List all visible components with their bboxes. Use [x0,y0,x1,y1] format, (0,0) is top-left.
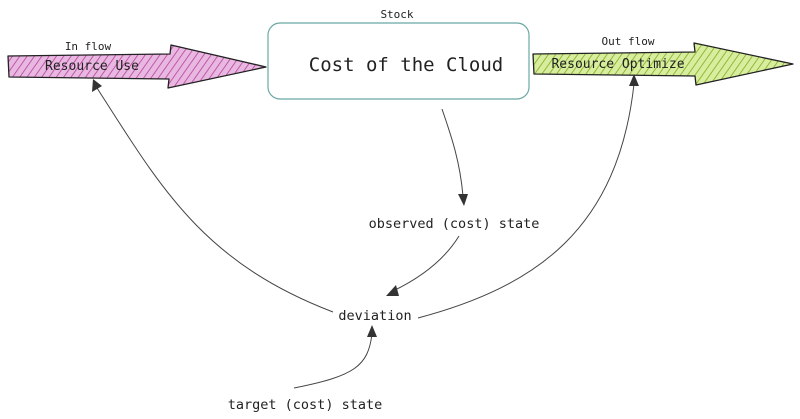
stock-caption: Stock [380,8,413,21]
arrowhead-deviation-from-target [367,325,377,337]
outflow-label: Resource Optimize [551,57,684,72]
arrowhead-observed [458,194,468,206]
connector-target-to-deviation [293,333,373,389]
inflow-arrow [7,44,267,89]
arrowhead-inflow [92,79,102,92]
stock-title: Cost of the Cloud [309,54,503,76]
stock-box [267,22,530,100]
inflow-caption: In flow [65,40,112,53]
node-observed-cost-state: observed (cost) state [369,216,540,232]
connector-observed-to-deviation [392,235,460,292]
connector-deviation-to-inflow [96,87,334,313]
node-deviation: deviation [338,308,411,324]
arrowhead-outflow [629,74,639,86]
node-target-cost-state: target (cost) state [228,397,382,413]
connector-deviation-to-outflow [417,83,635,319]
arrowhead-deviation [386,285,399,296]
outflow-caption: Out flow [602,35,655,48]
inflow-label: Resource Use [45,59,139,74]
outflow-arrow [532,42,794,86]
connector-stock-to-observed [441,108,464,197]
